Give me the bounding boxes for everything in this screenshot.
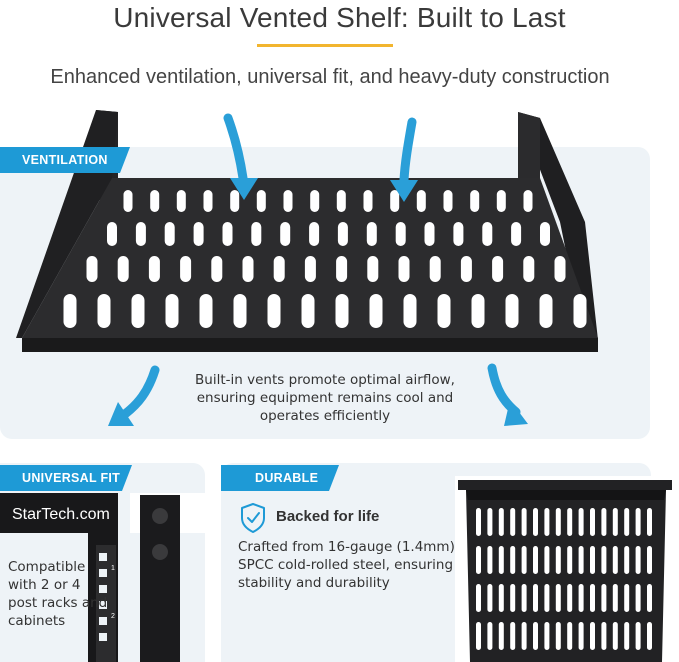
durable-badge: DURABLE xyxy=(221,465,339,491)
ventilation-badge: VENTILATION xyxy=(0,147,130,173)
title-underline xyxy=(257,44,393,47)
brand-logo: StarTech.com xyxy=(12,506,110,523)
universal-fit-description: Compatible with 2 or 4 post racks and ca… xyxy=(8,559,108,629)
page-subtitle: Enhanced ventilation, universal fit, and… xyxy=(50,66,610,88)
durable-description: Crafted from 16-gauge (1.4mm) SPCC cold-… xyxy=(238,539,455,591)
ventilation-description: Built-in vents promote optimal airflow, … xyxy=(195,372,455,424)
universal-fit-badge: UNIVERSAL FIT xyxy=(0,465,132,491)
page-title: Universal Vented Shelf: Built to Last xyxy=(113,2,566,33)
durable-heading: Backed for life xyxy=(276,508,380,525)
